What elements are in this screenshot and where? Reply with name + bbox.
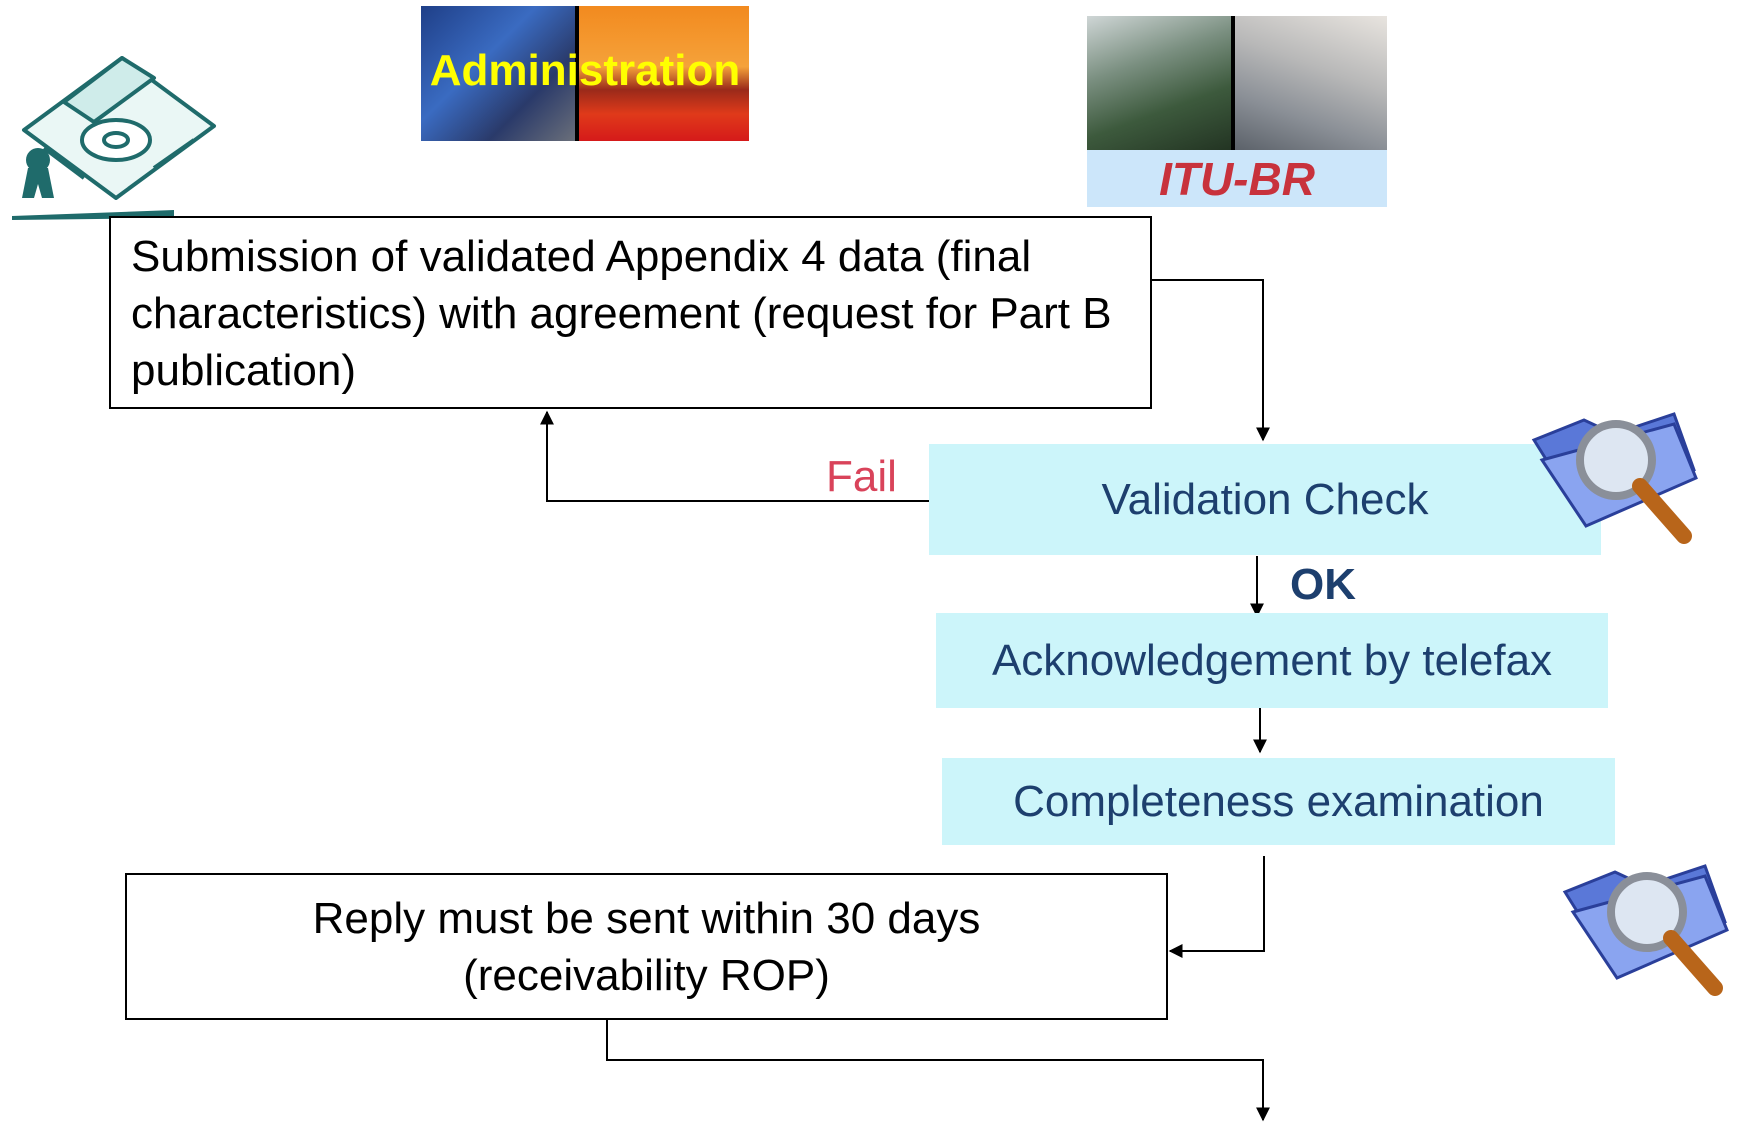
itubr-photo-left — [1087, 16, 1231, 152]
administration-label: Administration — [429, 46, 741, 95]
completeness-examination-box: Completeness examination — [942, 758, 1615, 845]
acknowledgement-text: Acknowledgement by telefax — [991, 635, 1553, 685]
validation-check-text: Validation Check — [1101, 474, 1429, 524]
floppy-disk-clipart-icon — [12, 56, 216, 220]
submission-step-box: Submission of validated Appendix 4 data … — [109, 216, 1152, 409]
arrow-reply-onward — [606, 1020, 1270, 1122]
validation-check-box: Validation Check — [929, 444, 1601, 555]
submission-step-text: Submission of validated Appendix 4 data … — [131, 232, 1112, 395]
itubr-photo-right — [1235, 16, 1387, 152]
acknowledgement-box: Acknowledgement by telefax — [936, 613, 1608, 708]
folder-magnifier-icon — [1531, 412, 1698, 544]
arrow-submission-to-validation — [1152, 279, 1270, 442]
ok-label: OK — [1290, 560, 1356, 609]
administration-image — [421, 6, 749, 141]
reply-step-box: Reply must be sent within 30 days (recei… — [125, 873, 1168, 1020]
folder-magnifier-icon — [1562, 864, 1729, 996]
completeness-examination-text: Completeness examination — [1013, 776, 1544, 826]
administration-photo-right — [579, 6, 749, 141]
itubr-label: ITU-BR — [1087, 150, 1387, 207]
reply-step-line1: Reply must be sent within 30 days — [312, 894, 981, 943]
arrow-completeness-to-reply — [1168, 856, 1265, 958]
itubr-image — [1087, 16, 1387, 152]
administration-photo-left — [421, 6, 575, 141]
reply-step-line2: (receivability ROP) — [463, 951, 830, 1000]
arrow-fail-to-submission — [540, 410, 930, 502]
fail-label: Fail — [826, 452, 897, 501]
